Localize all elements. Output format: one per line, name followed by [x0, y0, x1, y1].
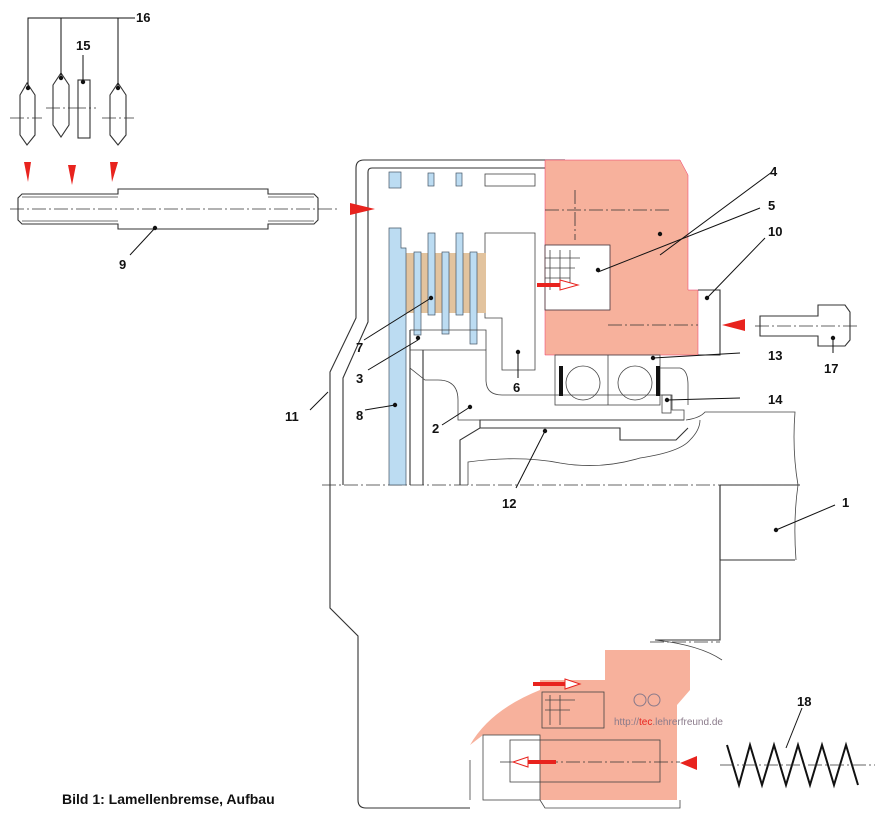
label-7: 7: [356, 340, 363, 355]
label-9: 9: [119, 257, 126, 272]
bolt-9: [10, 188, 375, 230]
bolt-17: [722, 304, 858, 347]
watermark-logo: http://tec.lehrerfreund.de: [614, 693, 723, 728]
part-labels: 1 2 3 4 5 6 7 8 9 10 11 12 13 14 15 16 1…: [76, 10, 849, 709]
piston: [484, 232, 536, 371]
label-14: 14: [768, 392, 783, 407]
label-12: 12: [502, 496, 516, 511]
label-17: 17: [824, 361, 838, 376]
leader-dots: [25, 75, 836, 533]
label-13: 13: [768, 348, 782, 363]
label-4: 4: [770, 164, 778, 179]
label-11: 11: [285, 409, 299, 424]
label-16: 16: [136, 10, 150, 25]
label-3: 3: [356, 371, 363, 386]
label-10: 10: [768, 224, 782, 239]
shaft: [409, 330, 800, 661]
piston-top: [484, 173, 536, 187]
figure-caption: Bild 1: Lamellenbremse, Aufbau: [62, 791, 275, 807]
retaining-ring: [661, 394, 672, 414]
bearing: [554, 354, 689, 406]
leader-lines: [27, 17, 836, 749]
bottom-section: [469, 641, 720, 809]
label-15: 15: [76, 38, 90, 53]
label-5: 5: [768, 198, 775, 213]
nuts: [10, 72, 134, 185]
label-8: 8: [356, 408, 363, 423]
spring-18: [720, 741, 875, 789]
plates: [388, 171, 478, 486]
label-1: 1: [842, 495, 849, 510]
arrow-red: [537, 283, 560, 287]
label-2: 2: [432, 421, 439, 436]
label-6: 6: [513, 380, 520, 395]
hub: [409, 349, 685, 421]
svg-text:http://tec.lehrerfreund.de: http://tec.lehrerfreund.de: [614, 717, 723, 728]
label-18: 18: [797, 694, 811, 709]
spring-chamber: [544, 244, 611, 311]
piston-housing: [544, 159, 699, 356]
assembly-arrow: [350, 203, 375, 215]
